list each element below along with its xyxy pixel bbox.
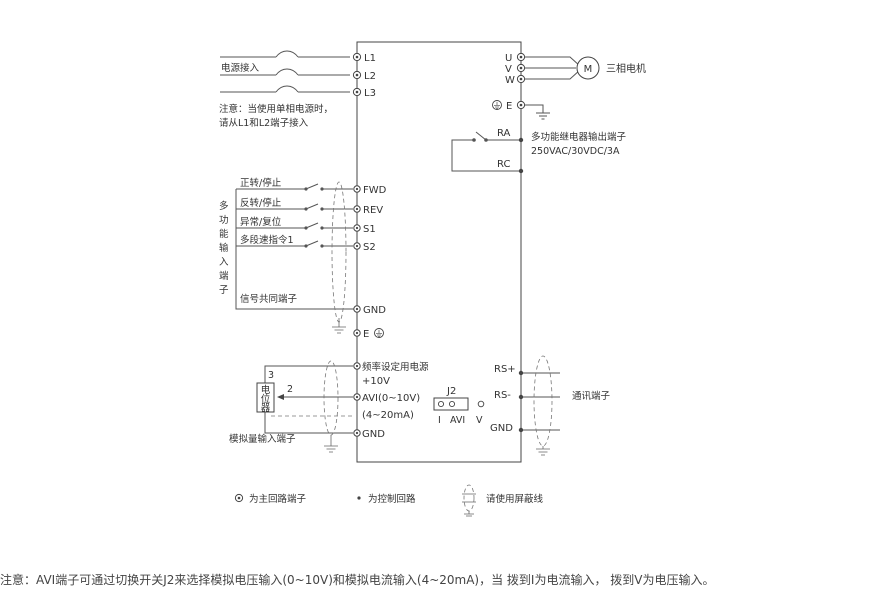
- terminal-l1: [352, 52, 362, 62]
- earth-control-icon: [374, 328, 384, 338]
- legend-control-circuit: 为控制回路: [368, 493, 416, 505]
- label-gnd-analog: GND: [362, 429, 385, 440]
- terminal-gnd: [353, 305, 361, 313]
- label-l3: L3: [364, 88, 376, 99]
- terminal-fwd: [353, 185, 361, 193]
- footnote: 注意：AVI端子可通过切换开关J2来选择模拟电压输入(0~10V)和模拟电流输入…: [0, 573, 715, 587]
- switch-s1: [236, 222, 353, 230]
- motor-symbol: [576, 56, 600, 80]
- jumper-label-avi: AVI: [450, 415, 465, 426]
- legend-control-icon: [357, 496, 361, 500]
- multi-input-char-5: 入: [219, 257, 229, 268]
- terminal-avi: [353, 393, 361, 401]
- legend-main-circuit: 为主回路端子: [249, 493, 307, 505]
- terminal-e-main: [516, 100, 526, 110]
- terminal-w: [516, 74, 526, 84]
- digital-input-bus: [235, 189, 357, 310]
- label-rs-plus: RS+: [494, 364, 516, 375]
- label-u: U: [505, 53, 512, 64]
- terminal-s2: [353, 242, 361, 250]
- pot-wire-10v: [264, 365, 353, 383]
- power-input-lines: [220, 50, 350, 93]
- label-avi-current: (4~20mA): [362, 410, 414, 421]
- pot-wiper-arrow: [277, 394, 284, 400]
- label-s2: S2: [363, 242, 376, 253]
- pot-pin-3: 3: [268, 370, 274, 381]
- label-avi: AVI(0~10V): [362, 393, 420, 404]
- pot-char-3: 器: [261, 403, 271, 414]
- terminal-gnd-analog: [353, 429, 361, 437]
- function-fwd: 正转/停止: [240, 177, 282, 189]
- terminal-s1: [353, 224, 361, 232]
- relay-dot-ra: [518, 137, 524, 143]
- shield-comm: [533, 355, 553, 456]
- jumper-name: J2: [446, 386, 456, 397]
- terminal-l3: [352, 87, 362, 97]
- pot-char-1: 电: [261, 384, 271, 396]
- shield-analog: [323, 360, 339, 453]
- terminal-rev: [353, 205, 361, 213]
- function-s2: 多段速指令1: [240, 234, 294, 246]
- label-comm-gnd: GND: [490, 423, 513, 434]
- relay-title: 多功能继电器输出端子: [531, 131, 627, 143]
- legend-shield-icon: [462, 484, 476, 517]
- earth-main-symbol: [492, 100, 502, 110]
- power-input-label: 电源接入: [221, 62, 260, 74]
- freq-supply-label: 频率设定用电源: [362, 361, 429, 373]
- motor-wires: [525, 56, 581, 80]
- legend-main-circuit-icon: [234, 493, 244, 503]
- single-phase-note-2: 请从L1和L2端子接入: [219, 117, 309, 129]
- label-w: W: [505, 75, 515, 86]
- wiring-diagram: L1 L2 L3 电源接入 注意：当使用单相电源时， 请从L1和L2端子接入 U…: [219, 41, 646, 517]
- multi-input-char-7: 子: [219, 285, 229, 296]
- potentiometer: [256, 382, 275, 413]
- function-s1: 异常/复位: [240, 216, 282, 228]
- terminal-10v: [353, 362, 361, 370]
- terminal-e-control: [353, 329, 361, 337]
- terminal-l2: [352, 70, 362, 80]
- comm-wires: [521, 372, 560, 431]
- pot-char-2: 位: [261, 393, 271, 405]
- label-s1: S1: [363, 224, 376, 235]
- label-l2: L2: [364, 71, 376, 82]
- shield-digital: [331, 181, 347, 334]
- label-fwd: FWD: [363, 185, 387, 196]
- multi-input-char-3: 能: [219, 228, 229, 240]
- switch-s2: [236, 240, 353, 248]
- relay-dot-rc: [518, 168, 524, 174]
- label-e-control: E: [363, 329, 369, 340]
- analog-input-label: 模拟量输入端子: [229, 433, 296, 445]
- multi-input-char-4: 输: [219, 242, 229, 254]
- motor-label: 三相电机: [606, 62, 646, 75]
- label-earth-main: E: [506, 101, 512, 112]
- relay-rating: 250VAC/30VDC/3A: [531, 146, 620, 157]
- jumper-label-i: I: [438, 415, 441, 426]
- label-rev: REV: [363, 205, 383, 216]
- multi-input-char-1: 多: [219, 200, 229, 212]
- label-gnd: GND: [363, 305, 386, 316]
- switch-fwd: [236, 183, 353, 191]
- legend-shielded: 请使用屏蔽线: [486, 493, 544, 505]
- jumper-label-v: V: [476, 415, 483, 426]
- motor-letter: M: [584, 64, 593, 75]
- terminal-u: [516, 52, 526, 62]
- earth-main-wire: [525, 104, 550, 120]
- single-phase-note-1: 注意：当使用单相电源时，: [219, 103, 333, 115]
- multi-input-char-2: 功: [219, 215, 229, 226]
- label-v: V: [505, 64, 512, 75]
- pot-wire-gnd: [264, 412, 353, 434]
- label-l1: L1: [364, 53, 376, 64]
- comm-label: 通讯端子: [572, 390, 611, 402]
- inverter-body: [356, 41, 522, 463]
- label-rc: RC: [497, 159, 510, 170]
- multi-input-char-6: 端: [219, 270, 229, 282]
- switch-rev: [236, 203, 353, 211]
- label-ra: RA: [497, 128, 511, 139]
- label-10v: +10V: [362, 376, 390, 387]
- common-terminal-label: 信号共同端子: [240, 293, 298, 305]
- function-rev: 反转/停止: [240, 197, 282, 209]
- label-rs-minus: RS-: [494, 390, 511, 401]
- terminal-v: [516, 63, 526, 73]
- pot-pin-2: 2: [287, 384, 293, 395]
